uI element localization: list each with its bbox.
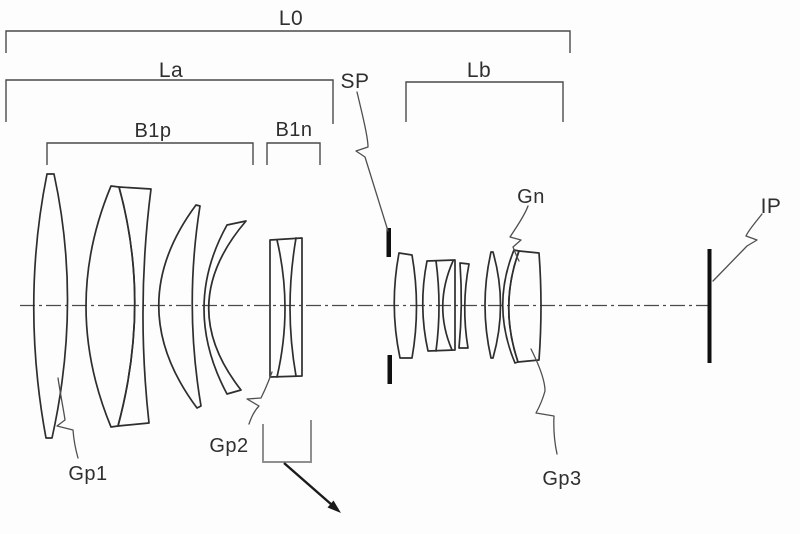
lens-lb-2-cemented-surface (435, 260, 440, 352)
movement-bracket (262, 420, 312, 463)
leader-gp3 (530, 348, 558, 455)
image-plane-line (707, 249, 712, 363)
label-sp: SP (340, 70, 369, 93)
lens-element-4 (157, 204, 202, 409)
lens-lb-2-rear-surface (441, 260, 454, 351)
label-gp1: Gp1 (68, 463, 107, 485)
lens-gp2-rear-surface (289, 237, 297, 377)
lens-gp2-outline (269, 237, 303, 378)
bracket-lb (405, 81, 564, 122)
bracket-b1n (266, 142, 321, 165)
lens-lb-4 (484, 251, 502, 359)
label-b1n: B1n (275, 119, 312, 141)
leader-ip (712, 213, 763, 282)
bracket-la (5, 79, 334, 124)
bracket-b1p (46, 142, 254, 165)
lens-lb-2-outline (421, 259, 456, 352)
label-l0: L0 (279, 7, 303, 30)
lens-gn-rear-element (507, 250, 542, 363)
movement-arrowhead-icon (327, 500, 341, 513)
label-la: La (159, 59, 183, 82)
lens-element-1 (32, 173, 69, 439)
movement-arrow (283, 462, 333, 506)
aperture-stop-top-mark (386, 228, 391, 257)
lens-element-5 (203, 220, 247, 395)
aperture-stop-bottom-mark (387, 355, 392, 384)
label-gn: Gn (517, 186, 545, 208)
bracket-l0 (5, 30, 571, 53)
leader-gp2 (246, 371, 273, 425)
leader-sp (355, 91, 389, 232)
lens-gp2-front-surface (276, 239, 286, 378)
leader-gn (509, 205, 529, 262)
lens-lb-3 (458, 262, 470, 349)
label-ip: IP (761, 195, 782, 218)
label-gp2: Gp2 (209, 435, 248, 457)
label-lb: Lb (467, 59, 491, 82)
lens-gn-front-meniscus (501, 249, 520, 364)
leader-gp1 (56, 377, 79, 459)
label-b1p: B1p (134, 120, 171, 142)
lens-lb-1 (393, 252, 418, 359)
lens-doublet-rear (117, 186, 152, 427)
label-gp3: Gp3 (542, 468, 581, 490)
